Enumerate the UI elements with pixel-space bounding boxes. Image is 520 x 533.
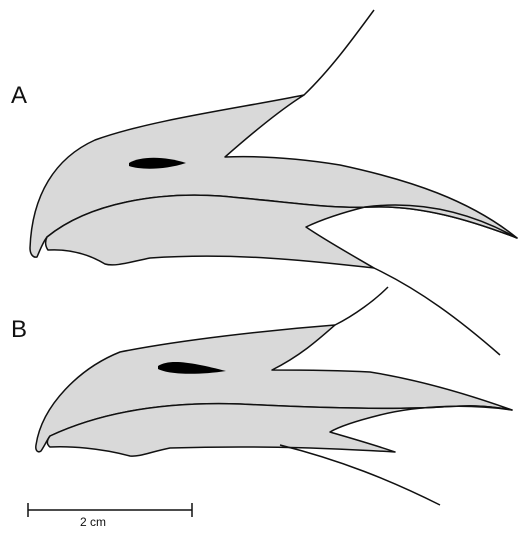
scale-bar-label: 2 cm [80, 516, 106, 528]
beak-b-lower-stalk [280, 445, 440, 505]
beak-a-lower-stalk [374, 268, 500, 355]
scale-bar [28, 503, 192, 517]
beak-a-upper-stalk [304, 10, 374, 95]
panel-label-b: B [11, 318, 27, 342]
beak-b [36, 287, 512, 505]
panel-label-a: A [11, 84, 27, 108]
beak-a [30, 10, 517, 355]
beak-b-upper-stalk [335, 287, 388, 325]
